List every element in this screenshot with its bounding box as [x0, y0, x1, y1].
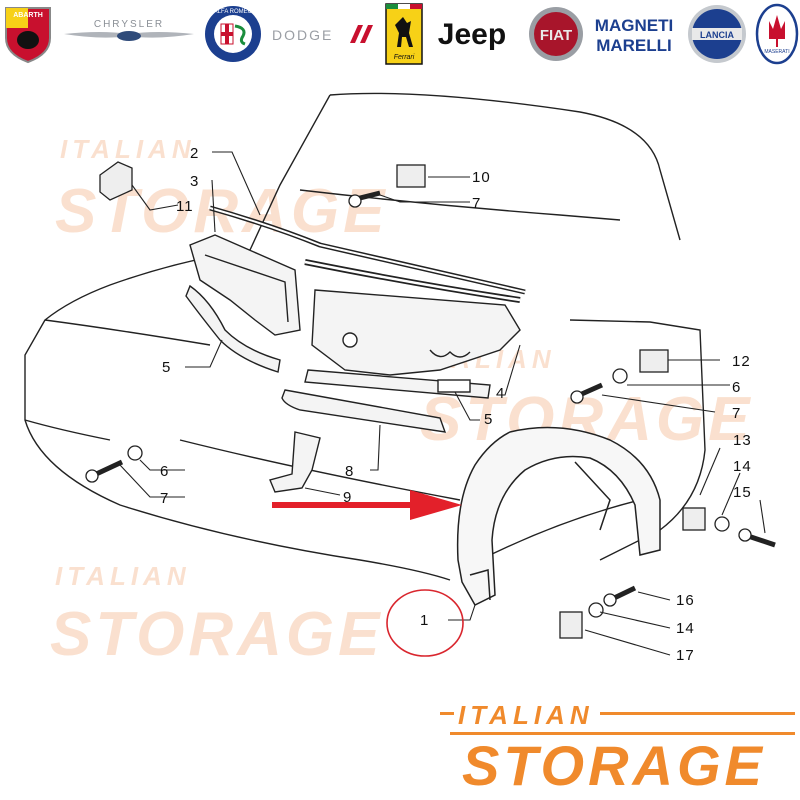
logo-line-under — [450, 732, 795, 735]
abarth-text: ABARTH — [13, 12, 43, 19]
callout-9: 9 — [343, 489, 352, 506]
callout-15: 15 — [733, 484, 752, 501]
fiat-logo-icon: FIAT — [526, 4, 586, 64]
svg-text:ITALIAN: ITALIAN — [60, 134, 196, 164]
callout-labels: 2 3 11 10 7 5 12 6 7 4 5 13 14 15 6 7 8 … — [160, 145, 752, 664]
magneti-marelli-logo-icon: MAGNETI MARELLI — [588, 4, 680, 64]
ferrari-text: Ferrari — [394, 54, 415, 61]
logo-text-storage: STORAGE — [462, 734, 766, 797]
callout-4: 4 — [496, 385, 505, 402]
svg-text:ITALIAN: ITALIAN — [55, 561, 191, 591]
callout-5-left: 5 — [162, 359, 171, 376]
callout-12: 12 — [732, 353, 751, 370]
callout-6-left: 6 — [160, 463, 169, 480]
svg-text:MAGNETI: MAGNETI — [595, 16, 673, 35]
side-panel-part-3 — [189, 234, 301, 336]
jeep-logo-icon: Jeep — [428, 4, 516, 64]
brand-logo-bar: ABARTH CHRYSLER ALFA ROMEO DODGE — [0, 0, 800, 70]
abarth-logo-icon: ABARTH — [0, 4, 56, 64]
chrysler-text: CHRYSLER — [94, 19, 164, 30]
exploded-parts-diagram: ITALIAN STORAGE ITALIAN STORAGE ITALIAN … — [24, 92, 776, 669]
dodge-text: DODGE — [272, 27, 333, 43]
callout-1: 1 — [420, 612, 429, 629]
seal-part-5-left — [185, 284, 281, 373]
callout-10: 10 — [472, 169, 491, 186]
highlight-arrow — [272, 490, 462, 520]
fasteners — [85, 161, 776, 639]
callout-7-left: 7 — [160, 490, 169, 507]
callout-7-top: 7 — [472, 195, 481, 212]
logo-text-italian: ITALIAN — [458, 700, 594, 730]
logo-line-right — [600, 712, 795, 715]
highlight-circle — [386, 589, 464, 657]
bonnet-seal-parts — [209, 205, 526, 303]
callout-14-low: 14 — [676, 620, 695, 637]
channel-parts — [281, 369, 491, 433]
callout-11: 11 — [176, 198, 194, 215]
chrysler-logo-icon: CHRYSLER — [62, 4, 196, 64]
jeep-text: Jeep — [438, 18, 506, 51]
ferrari-logo-icon: Ferrari — [384, 3, 424, 65]
callout-2: 2 — [190, 145, 199, 162]
callout-17: 17 — [676, 647, 695, 664]
callout-13: 13 — [733, 432, 752, 449]
fiat-text: FIAT — [540, 27, 572, 44]
logo-line-left — [440, 712, 454, 715]
lancia-text: LANCIA — [700, 30, 734, 40]
callout-3: 3 — [190, 173, 199, 190]
maserati-text: MASERATI — [764, 49, 789, 55]
callout-7-right: 7 — [732, 405, 741, 422]
callout-5-right: 5 — [484, 411, 493, 428]
callout-16: 16 — [676, 592, 695, 609]
callout-6-right: 6 — [732, 379, 741, 396]
alfa-romeo-text: ALFA ROMEO — [214, 9, 253, 15]
dodge-logo-icon: DODGE — [270, 4, 378, 64]
svg-text:MARELLI: MARELLI — [596, 36, 672, 55]
italian-storage-logo: ITALIAN STORAGE — [440, 700, 800, 800]
lancia-logo-icon: LANCIA — [684, 4, 750, 64]
callout-8: 8 — [345, 463, 354, 480]
svg-text:STORAGE: STORAGE — [50, 600, 383, 669]
callout-14: 14 — [733, 458, 752, 475]
wheel-arch-liner-part-1 — [456, 426, 661, 606]
alfa-romeo-logo-icon: ALFA ROMEO — [202, 4, 264, 64]
firewall-panel — [311, 289, 521, 376]
maserati-logo-icon: MASERATI — [754, 3, 800, 65]
hose-part-9 — [269, 431, 321, 493]
leader-lines — [119, 151, 766, 656]
watermark-bottom: ITALIAN STORAGE — [50, 561, 383, 669]
